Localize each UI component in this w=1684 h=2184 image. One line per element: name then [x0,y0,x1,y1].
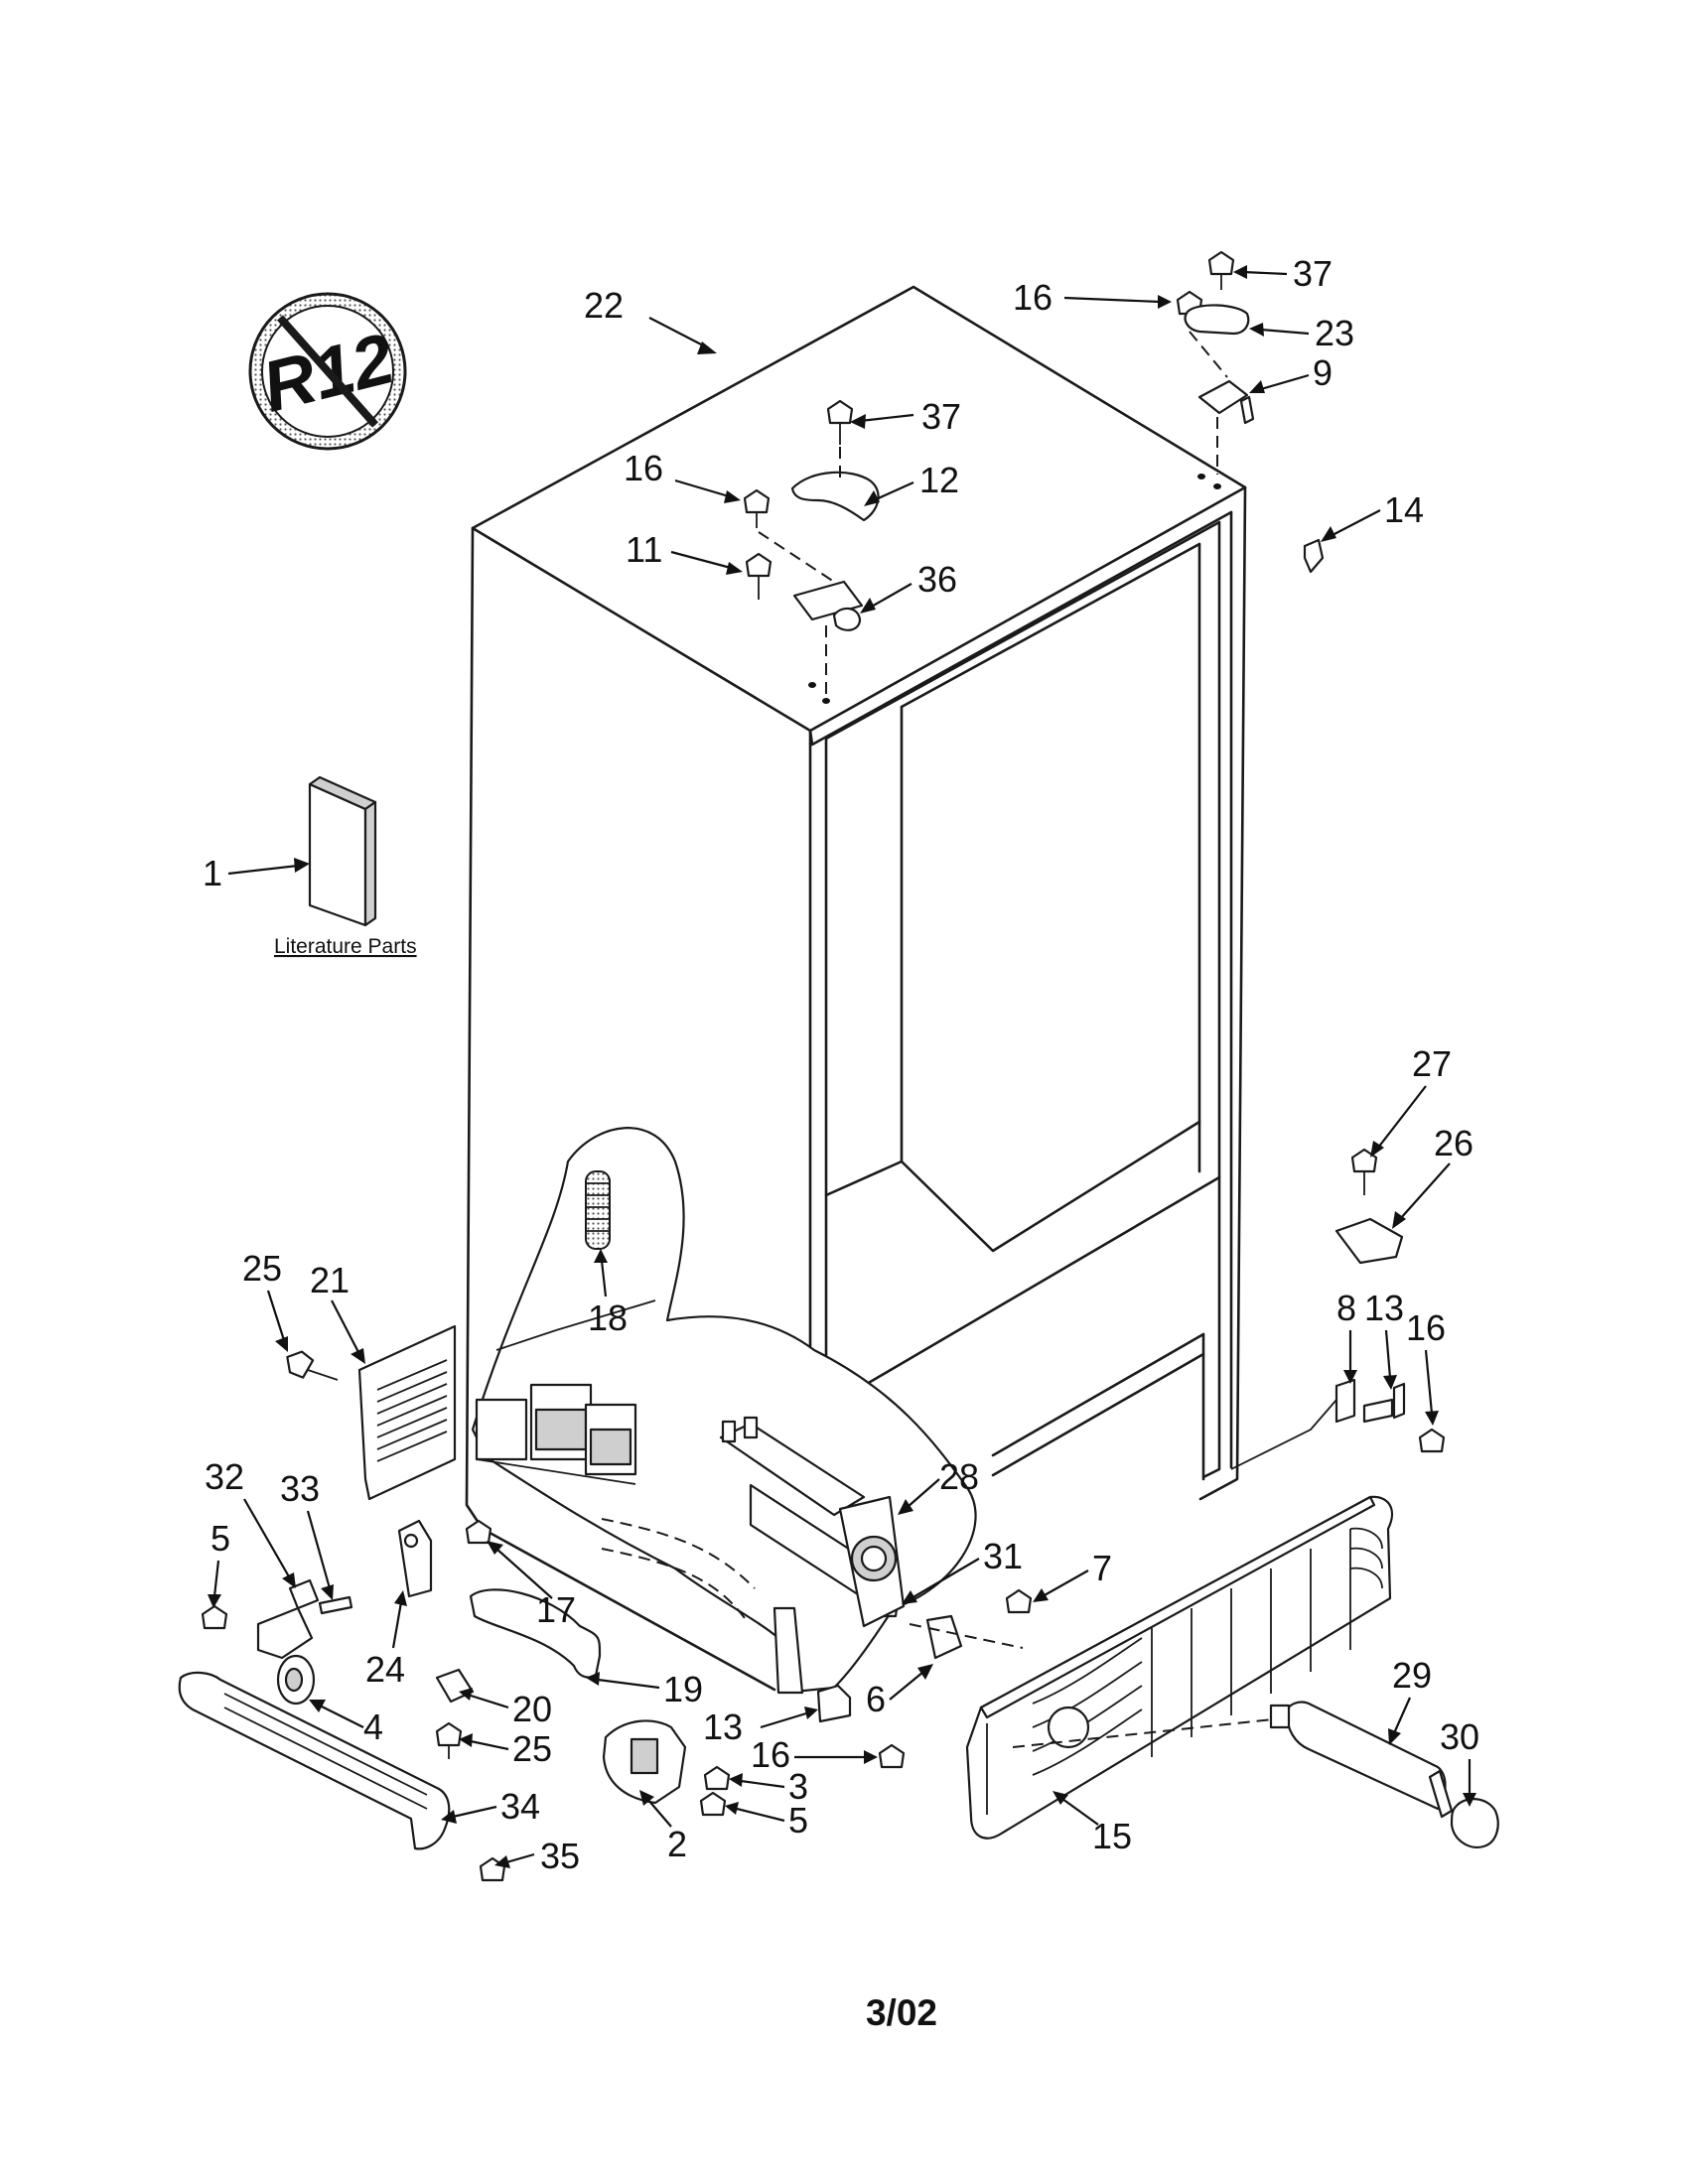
callout-37-right: 37 [1293,253,1333,294]
callout-1: 1 [203,853,222,893]
callout-33: 33 [280,1468,320,1509]
callout-24: 24 [365,1649,405,1690]
water-filter-cartridge [1012,1701,1499,1848]
no-r12-refrigerant-badge: R12 [248,292,407,451]
literature-booklet [308,775,377,927]
callout-6: 6 [866,1679,886,1719]
callout-16-top-right: 16 [1013,277,1052,318]
callout-5-left: 5 [210,1518,230,1559]
callout-13-lower: 13 [703,1706,743,1747]
callout-18: 18 [588,1297,628,1338]
callout-2: 2 [667,1824,687,1864]
callout-25-upper: 25 [242,1248,282,1289]
callout-13-right: 13 [1364,1288,1404,1328]
callout-16-right: 16 [1406,1307,1446,1348]
callout-16-left: 16 [624,448,663,488]
callout-32: 32 [205,1456,244,1497]
callout-28: 28 [939,1456,979,1497]
lower-hinge-right-parts [1230,1148,1446,1470]
drain-coil-spring [585,1170,611,1250]
callout-22: 22 [584,285,624,326]
callout-4: 4 [363,1706,383,1747]
callout-16-lower: 16 [751,1734,790,1775]
callout-7: 7 [1092,1548,1112,1588]
leader-lines [208,265,1476,1868]
callout-36: 36 [917,559,957,600]
callout-26: 26 [1434,1123,1474,1163]
compressor-relay-assembly [475,1383,637,1485]
callout-35: 35 [540,1836,580,1876]
callout-21: 21 [310,1260,350,1300]
callout-37-left: 37 [921,396,961,437]
callout-17: 17 [536,1589,576,1630]
callout-20: 20 [512,1689,552,1729]
date-code: 3/02 [866,1992,937,2033]
callout-12: 12 [919,460,959,500]
callout-9: 9 [1313,352,1333,393]
callout-29: 29 [1392,1655,1432,1696]
callout-23: 23 [1315,313,1354,353]
callout-30: 30 [1440,1716,1479,1757]
top-hinge-left-parts [743,399,880,704]
callout-5-lower: 5 [788,1800,808,1841]
callout-11: 11 [626,529,662,570]
top-hinge-right-parts [1176,250,1325,574]
callout-15: 15 [1092,1816,1132,1856]
callout-19: 19 [663,1669,703,1709]
callout-8: 8 [1336,1288,1356,1328]
refrigerator-cabinet [465,285,1247,1692]
base-grille [965,1495,1394,1840]
callout-31: 31 [983,1536,1023,1576]
rear-access-cover [286,1324,457,1501]
callout-labels: 1 22 37 16 12 11 36 37 16 23 9 14 27 26 … [203,253,1479,1876]
base-hardware-parts [178,1416,1033,1882]
callout-27: 27 [1412,1043,1452,1084]
callout-14: 14 [1384,489,1424,530]
callout-34: 34 [500,1786,540,1827]
callout-3: 3 [788,1766,808,1807]
callout-25-lower: 25 [512,1728,552,1769]
literature-caption: Literature Parts [274,935,417,958]
